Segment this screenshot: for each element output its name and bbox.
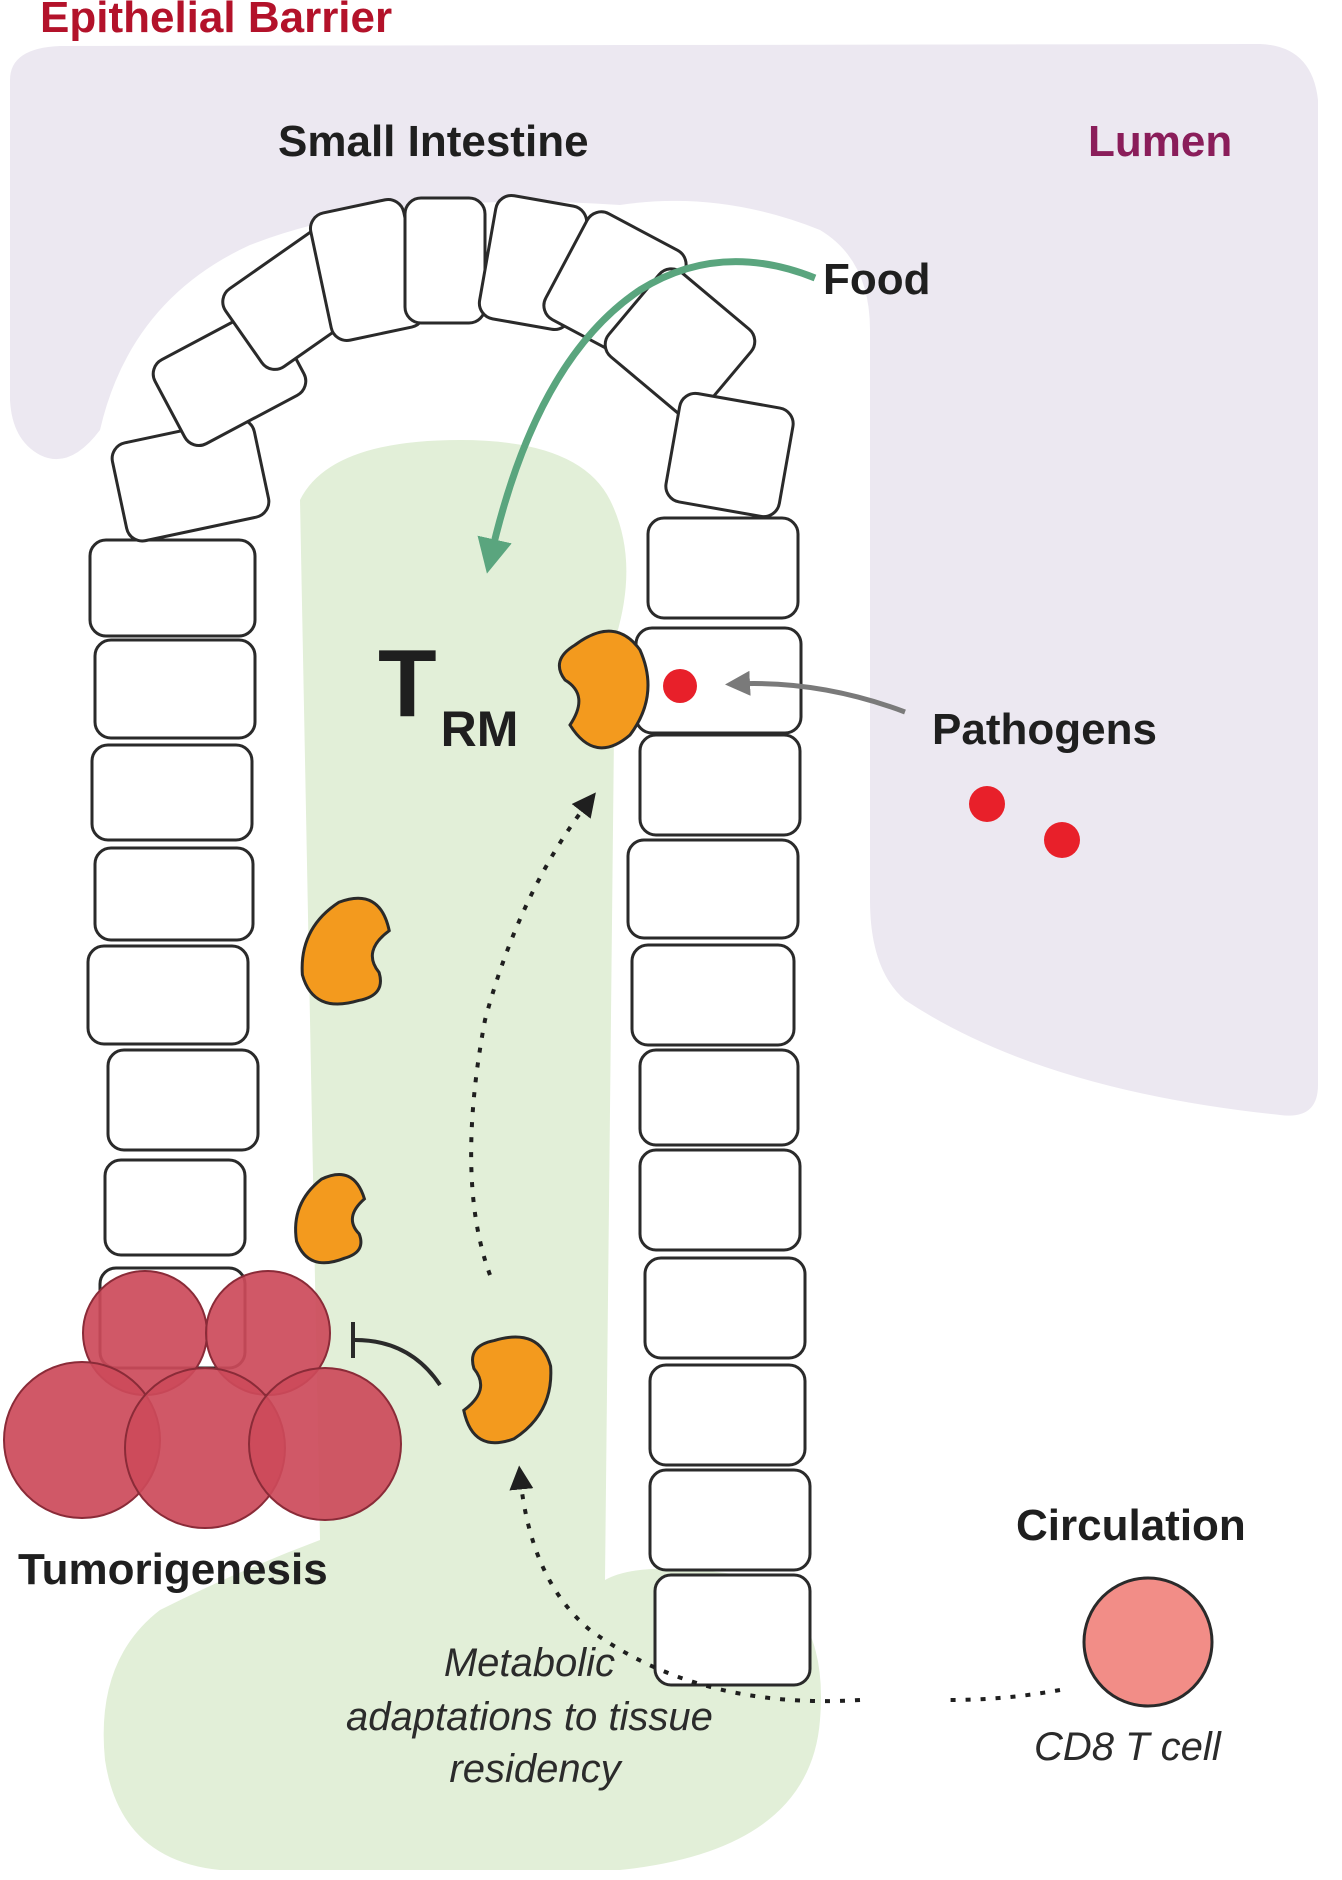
metabolic-line-2: adaptations to tissue <box>346 1695 713 1739</box>
epithelial-cell <box>626 838 800 940</box>
pathogens-label: Pathogens <box>932 705 1157 754</box>
small-intestine-label: Small Intestine <box>278 117 589 166</box>
pathogen-dots <box>663 669 1080 858</box>
metabolic-adaptations-label: Metabolic adaptations to tissue residenc… <box>346 1641 724 1791</box>
trm-cell <box>300 896 391 1006</box>
circulation-label: Circulation <box>1016 1501 1246 1550</box>
lumen-region <box>10 44 1318 1116</box>
epithelial-cell <box>664 391 795 519</box>
epithelial-cell <box>93 638 257 740</box>
pathogen <box>969 786 1005 822</box>
epithelial-cell <box>648 1363 807 1467</box>
inhibition-line <box>354 1338 442 1387</box>
epithelial-cell <box>103 1158 247 1257</box>
trm-cell <box>557 629 650 750</box>
epithelial-cell <box>638 1148 802 1252</box>
epithelial-cell <box>646 516 800 620</box>
trm-cells <box>294 629 650 1445</box>
epithelial-cell <box>643 1256 807 1360</box>
tumor-cell <box>248 1367 402 1521</box>
epithelial-cell <box>638 733 802 837</box>
tumor-cluster <box>3 1270 402 1529</box>
food-arrow <box>477 258 817 574</box>
trm-label-sub: RM <box>441 701 519 757</box>
epithelial-cell <box>88 538 257 638</box>
trm-cell <box>462 1335 553 1445</box>
metabolic-line-3: residency <box>449 1747 623 1791</box>
metabolic-line-1: Metabolic <box>444 1641 615 1685</box>
tumorigenesis-label: Tumorigenesis <box>18 1545 328 1594</box>
epithelial-cell <box>634 626 803 735</box>
pathogen <box>1044 822 1080 858</box>
epithelial-cell <box>403 196 487 325</box>
epithelial-cell <box>90 743 254 842</box>
lumen-label: Lumen <box>1088 117 1232 166</box>
epithelial-cell <box>86 944 250 1046</box>
pathogen-arrow <box>725 670 906 715</box>
epithelial-barrier-label: Epithelial Barrier <box>40 0 392 42</box>
trm-cell <box>294 1173 367 1265</box>
epithelial-cell <box>106 1048 260 1152</box>
cd8-t-cell <box>1082 1576 1214 1708</box>
pathogen <box>663 669 697 703</box>
trm-label: TRM <box>378 630 518 757</box>
epithelial-cell <box>603 267 757 419</box>
epithelial-cell <box>630 943 796 1047</box>
tissue-region <box>103 440 821 1870</box>
cd8-label: CD8 T cell <box>1034 1725 1222 1769</box>
epithelial-cell <box>638 1048 800 1147</box>
residency-arrow <box>469 792 596 1276</box>
epithelial-cells <box>86 193 812 1687</box>
epithelial-cell <box>93 846 255 942</box>
trm-label-main: T <box>378 630 437 737</box>
epithelial-cell <box>653 1573 812 1687</box>
epithelial-cell <box>648 1468 812 1572</box>
food-label: Food <box>823 255 931 304</box>
